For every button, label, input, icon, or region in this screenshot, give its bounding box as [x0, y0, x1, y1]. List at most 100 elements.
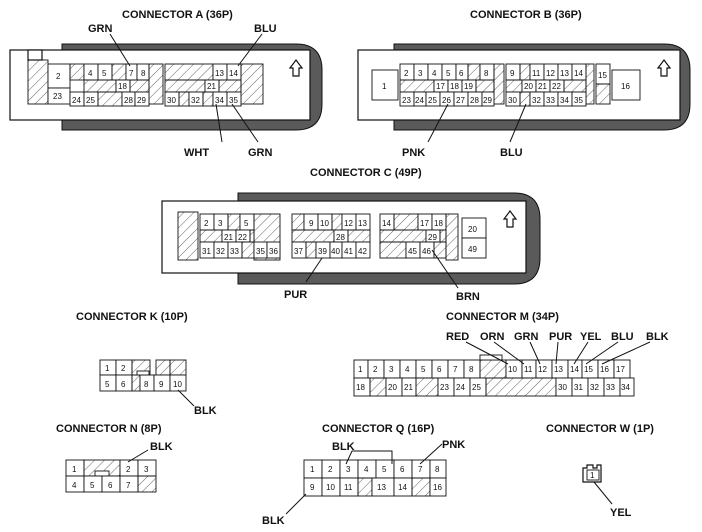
connector-q-title: CONNECTOR Q (16P): [322, 423, 435, 435]
pin-label: 21: [224, 233, 233, 242]
pin-label: 31: [574, 383, 583, 392]
pin-label: 36: [269, 247, 278, 256]
wire-label-blk: BLK: [150, 441, 173, 453]
pin-label: 17: [616, 365, 625, 374]
pin-label: 7: [453, 365, 458, 374]
pin-label: 3: [218, 219, 223, 228]
pin-label: 22: [552, 82, 561, 91]
pin-label: 29: [137, 96, 146, 105]
pin-label: 15: [598, 71, 607, 80]
pin-label: 2: [121, 364, 126, 373]
connector-m-title: CONNECTOR M (34P): [446, 311, 559, 323]
pin-label: 4: [432, 69, 437, 78]
pin-label: 4: [364, 465, 369, 474]
pin-label: 5: [105, 380, 110, 389]
pin-label: 34: [215, 96, 224, 105]
pin-label: 16: [600, 365, 609, 374]
pin-label: 6: [459, 69, 464, 78]
pin-label: 41: [344, 247, 353, 256]
pin-label: 29: [483, 96, 492, 105]
connector-m: 1 2 3 4 5 6 7 8 10 11 12 13 14 15 16 17 …: [353, 341, 651, 397]
wire-label-orn: ORN: [480, 331, 505, 343]
pin-label: 4: [72, 481, 77, 490]
pin-label: 2: [404, 69, 409, 78]
wire-label-pnk: PNK: [442, 439, 465, 451]
pin-label: 5: [244, 219, 249, 228]
pin-label: 4: [88, 69, 93, 78]
pin-label: 33: [606, 383, 615, 392]
pin-label: 27: [456, 96, 465, 105]
pin-label: 12: [546, 69, 555, 78]
pin-label: 28: [470, 96, 479, 105]
pin-label: 24: [415, 96, 424, 105]
pin-label: 5: [90, 481, 95, 490]
connector-a-pin-grid: [27, 59, 264, 107]
pin-label: 7: [126, 481, 131, 490]
connector-c-pin-grid: [177, 211, 487, 261]
pin-label: 12: [538, 365, 547, 374]
pin-label: 2: [204, 219, 209, 228]
pin-label: 14: [570, 365, 579, 374]
pin-label: 32: [532, 96, 541, 105]
pin-label: 13: [358, 219, 367, 228]
pin-label: 14: [574, 69, 583, 78]
pin-label: 11: [524, 365, 533, 374]
pin-label: 31: [202, 247, 211, 256]
wire-label-yel: YEL: [580, 331, 602, 343]
wire-label-blk: BLK: [262, 515, 285, 527]
pin-label: 20: [524, 82, 533, 91]
pin-label: 8: [435, 465, 440, 474]
pin-label: 16: [433, 483, 442, 492]
pin-label: 45: [408, 247, 417, 256]
pin-label: 8: [484, 69, 489, 78]
pin-label: 25: [86, 96, 95, 105]
pin-label: 19: [464, 82, 473, 91]
pin-label: 7: [129, 69, 134, 78]
pin-label: 8: [144, 380, 149, 389]
pin-label: 25: [472, 383, 481, 392]
pin-label: 32: [590, 383, 599, 392]
pin-label: 9: [309, 219, 314, 228]
pin-label: 24: [456, 383, 465, 392]
wire-label-blk: BLK: [646, 331, 669, 343]
pin-label: 1: [590, 471, 595, 480]
pin-label: 10: [320, 219, 329, 228]
pin-label: 49: [468, 245, 477, 254]
wire-label-blu: BLU: [500, 147, 523, 159]
pin-label: 20: [388, 383, 397, 392]
connector-a-title: CONNECTOR A (36P): [122, 9, 233, 21]
pin-label: 10: [508, 365, 517, 374]
pin-label: 21: [538, 82, 547, 91]
pin-label: 15: [584, 365, 593, 374]
pin-label: 30: [508, 96, 517, 105]
connector-c: 2 3 5 21 22 31 32 33 35 36 9 10 12 13 28…: [161, 192, 541, 289]
pin-label: 2: [56, 72, 61, 81]
pin-label: 35: [229, 96, 238, 105]
pin-label: 20: [468, 225, 477, 234]
pin-label: 29: [428, 233, 437, 242]
pin-label: 35: [574, 96, 583, 105]
pin-label: 21: [404, 383, 413, 392]
pin-label: 25: [428, 96, 437, 105]
pin-label: 28: [124, 96, 133, 105]
pin-label: 1: [358, 365, 363, 374]
pin-label: 24: [72, 96, 81, 105]
pin-label: 30: [167, 96, 176, 105]
pin-label: 33: [230, 247, 239, 256]
pin-label: 13: [554, 365, 563, 374]
connector-b-pin-grid: [371, 63, 641, 107]
connector-b-title: CONNECTOR B (36P): [470, 9, 582, 21]
pin-label: 22: [238, 233, 247, 242]
connector-k-title: CONNECTOR K (10P): [76, 311, 188, 323]
pin-label: 18: [356, 383, 365, 392]
pin-label: 23: [440, 383, 449, 392]
wire-label-grn: GRN: [88, 23, 113, 35]
pin-label: 34: [621, 383, 630, 392]
wire-label-brn: BRN: [456, 291, 480, 303]
wire-label-wht: WHT: [184, 147, 209, 159]
pin-label: 17: [420, 219, 429, 228]
pin-label: 28: [336, 233, 345, 242]
pin-label: 14: [398, 483, 407, 492]
pin-label: 35: [256, 247, 265, 256]
